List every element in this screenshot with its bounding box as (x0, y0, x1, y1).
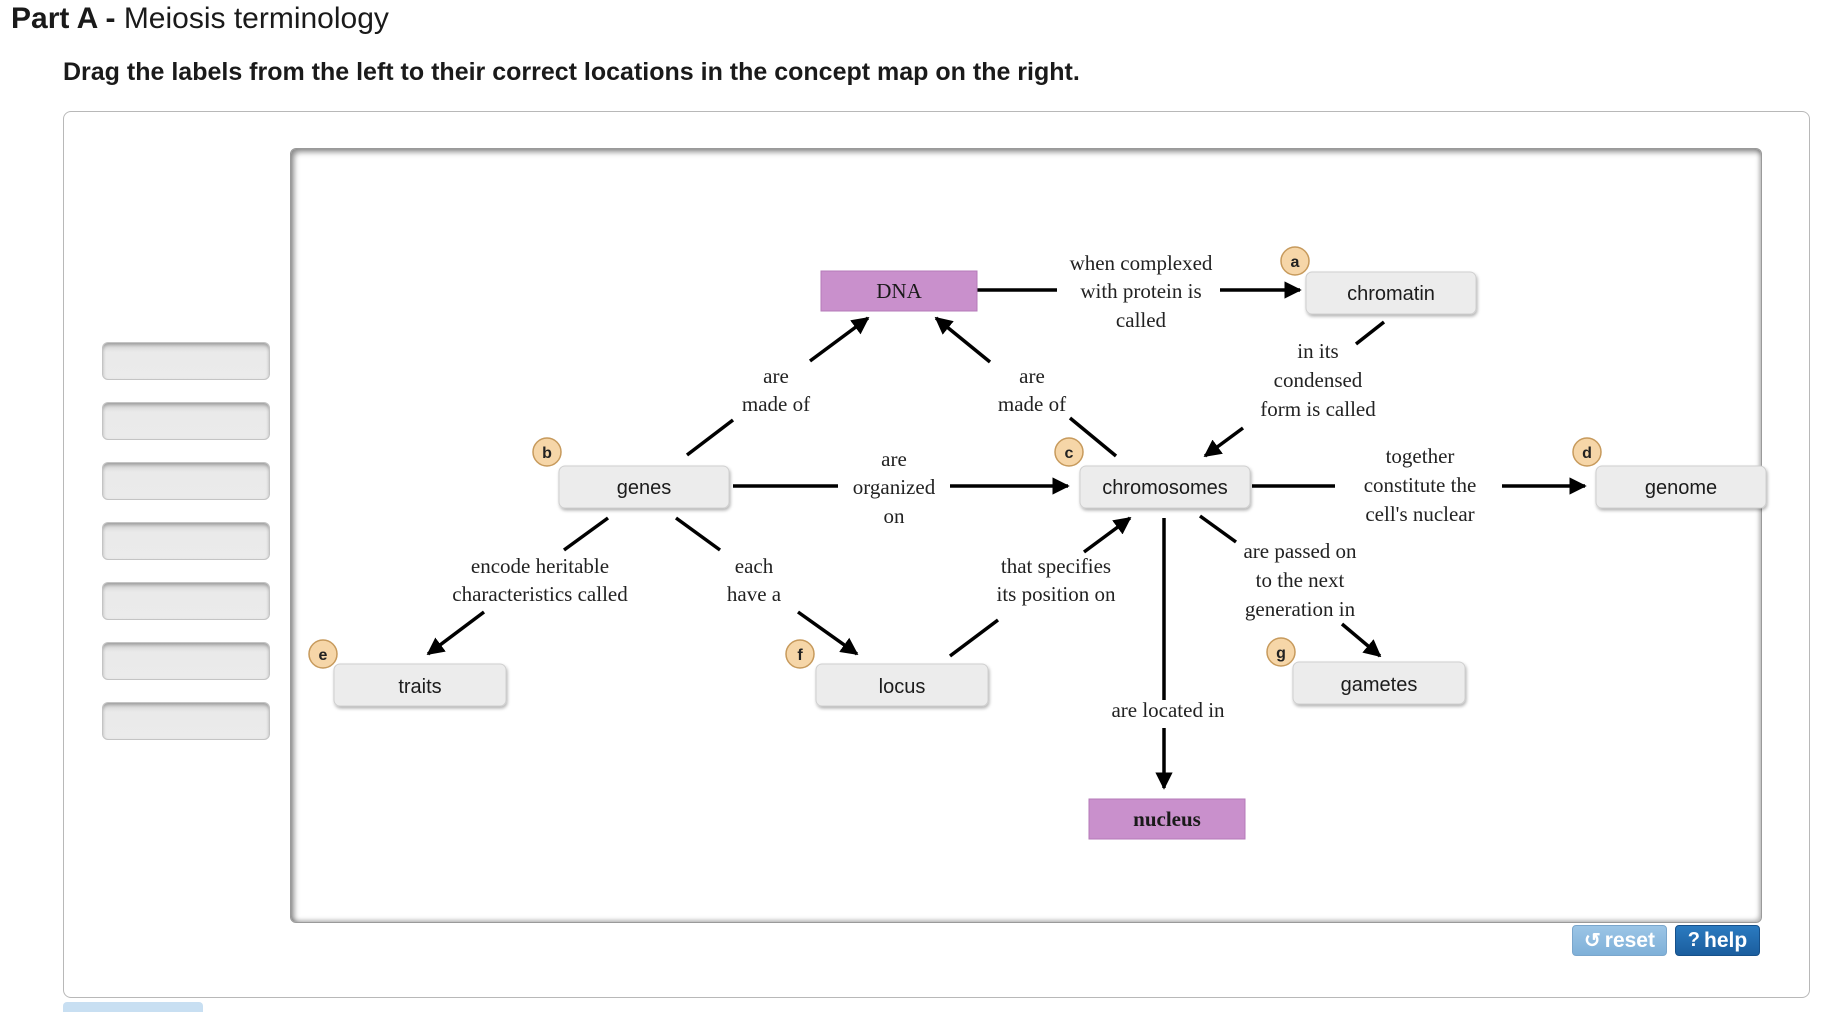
label-genes-text: genes (617, 477, 672, 499)
part-name: Meiosis terminology (123, 2, 389, 35)
badge-e: e (308, 639, 338, 669)
label-chromatin-text: chromatin (1347, 283, 1435, 305)
connector-arrow (934, 316, 992, 364)
nucleus-node: nucleus (1088, 798, 1246, 840)
svg-text:e: e (319, 647, 328, 664)
link-phrase: form is called (1260, 397, 1376, 421)
link-phrase: organized (853, 475, 936, 499)
connectors (426, 281, 1587, 790)
connector-line (562, 516, 610, 552)
label-genes[interactable]: genes (558, 465, 730, 509)
label-slot[interactable] (102, 462, 270, 500)
question-icon: ? (1687, 929, 1701, 951)
badge-b: b (532, 437, 562, 467)
svg-text:f: f (797, 647, 803, 664)
badge-f: f (785, 639, 815, 669)
label-genome[interactable]: genome (1595, 465, 1767, 509)
link-phrase: called (1116, 308, 1167, 332)
label-slot[interactable] (102, 642, 270, 680)
link-phrase: encode heritable (471, 554, 609, 578)
link-phrase: each (735, 554, 774, 578)
label-gametes[interactable]: gametes (1292, 661, 1466, 705)
badge-c: c (1054, 437, 1084, 467)
link-phrase: constitute the (1364, 473, 1477, 497)
label-slot[interactable] (102, 402, 270, 440)
label-slot[interactable] (102, 582, 270, 620)
submit-button-edge[interactable] (63, 1002, 203, 1012)
badge-g: g (1266, 637, 1296, 667)
concept-map-frame (290, 148, 1762, 923)
connector-arrow (1203, 426, 1245, 458)
svg-text:b: b (542, 445, 552, 462)
link-phrase: to the next (1256, 568, 1345, 592)
dna-label: DNA (876, 279, 922, 303)
link-phrase: are (881, 447, 907, 471)
part-title: Part A - Meiosis terminology (11, 2, 389, 36)
link-phrase: generation in (1245, 597, 1356, 621)
undo-icon: ↺ (1584, 930, 1601, 952)
connector-line (1068, 416, 1118, 458)
svg-text:d: d (1582, 445, 1592, 462)
label-chromatin[interactable]: chromatin (1305, 271, 1477, 315)
dna-node: DNA (820, 270, 978, 312)
link-phrase: made of (742, 392, 810, 416)
link-phrase: cell's nuclear (1365, 502, 1474, 526)
reset-button[interactable]: ↺ reset (1572, 925, 1667, 956)
connector-line (674, 516, 722, 552)
link-phrase: in its (1297, 339, 1338, 363)
connector-line (1198, 514, 1238, 544)
instructions: Drag the labels from the left to their c… (63, 58, 1080, 86)
connector-line (948, 618, 1000, 658)
link-phrase: together (1386, 444, 1455, 468)
link-phrase: when complexed (1070, 251, 1213, 275)
link-phrase: are (763, 364, 789, 388)
link-phrase: condensed (1274, 368, 1363, 392)
label-bank (102, 342, 270, 762)
label-chromosomes[interactable]: chromosomes (1079, 465, 1251, 509)
part-prefix: Part A - (11, 2, 116, 35)
label-traits-text: traits (398, 676, 441, 698)
link-phrase: are passed on (1243, 539, 1357, 563)
label-chromosomes-text: chromosomes (1102, 477, 1228, 499)
connector-line (1354, 320, 1386, 346)
reset-label: reset (1604, 928, 1655, 952)
link-phrase: are located in (1111, 698, 1225, 722)
help-button[interactable]: ? help (1675, 925, 1760, 956)
help-label: help (1704, 928, 1748, 952)
connector-arrow (808, 316, 870, 363)
connector-arrow (1082, 516, 1132, 554)
link-phrase: its position on (996, 582, 1116, 606)
link-phrase: have a (727, 582, 782, 606)
link-phrase: on (884, 504, 906, 528)
link-phrase: that specifies (1001, 554, 1111, 578)
label-traits[interactable]: traits (333, 663, 507, 707)
label-locus-text: locus (879, 676, 926, 698)
label-slot[interactable] (102, 702, 270, 740)
label-slot[interactable] (102, 522, 270, 560)
nucleus-label: nucleus (1133, 807, 1201, 831)
label-slot[interactable] (102, 342, 270, 380)
label-genome-text: genome (1645, 477, 1717, 499)
connector-arrow (796, 610, 859, 656)
connector-arrow (1340, 622, 1382, 658)
link-phrase: made of (998, 392, 1066, 416)
badge-d: d (1572, 437, 1602, 467)
connector-line (685, 418, 735, 457)
svg-text:a: a (1291, 254, 1300, 271)
link-phrase: with protein is (1080, 279, 1201, 303)
connector-arrow (426, 610, 486, 656)
badges: a b c d e f g (308, 246, 1602, 669)
link-phrase: characteristics called (452, 582, 628, 606)
svg-text:c: c (1065, 445, 1074, 462)
link-phrase: are (1019, 364, 1045, 388)
badge-a: a (1280, 246, 1310, 276)
svg-text:g: g (1276, 645, 1286, 662)
label-gametes-text: gametes (1341, 674, 1418, 696)
label-locus[interactable]: locus (815, 663, 989, 707)
